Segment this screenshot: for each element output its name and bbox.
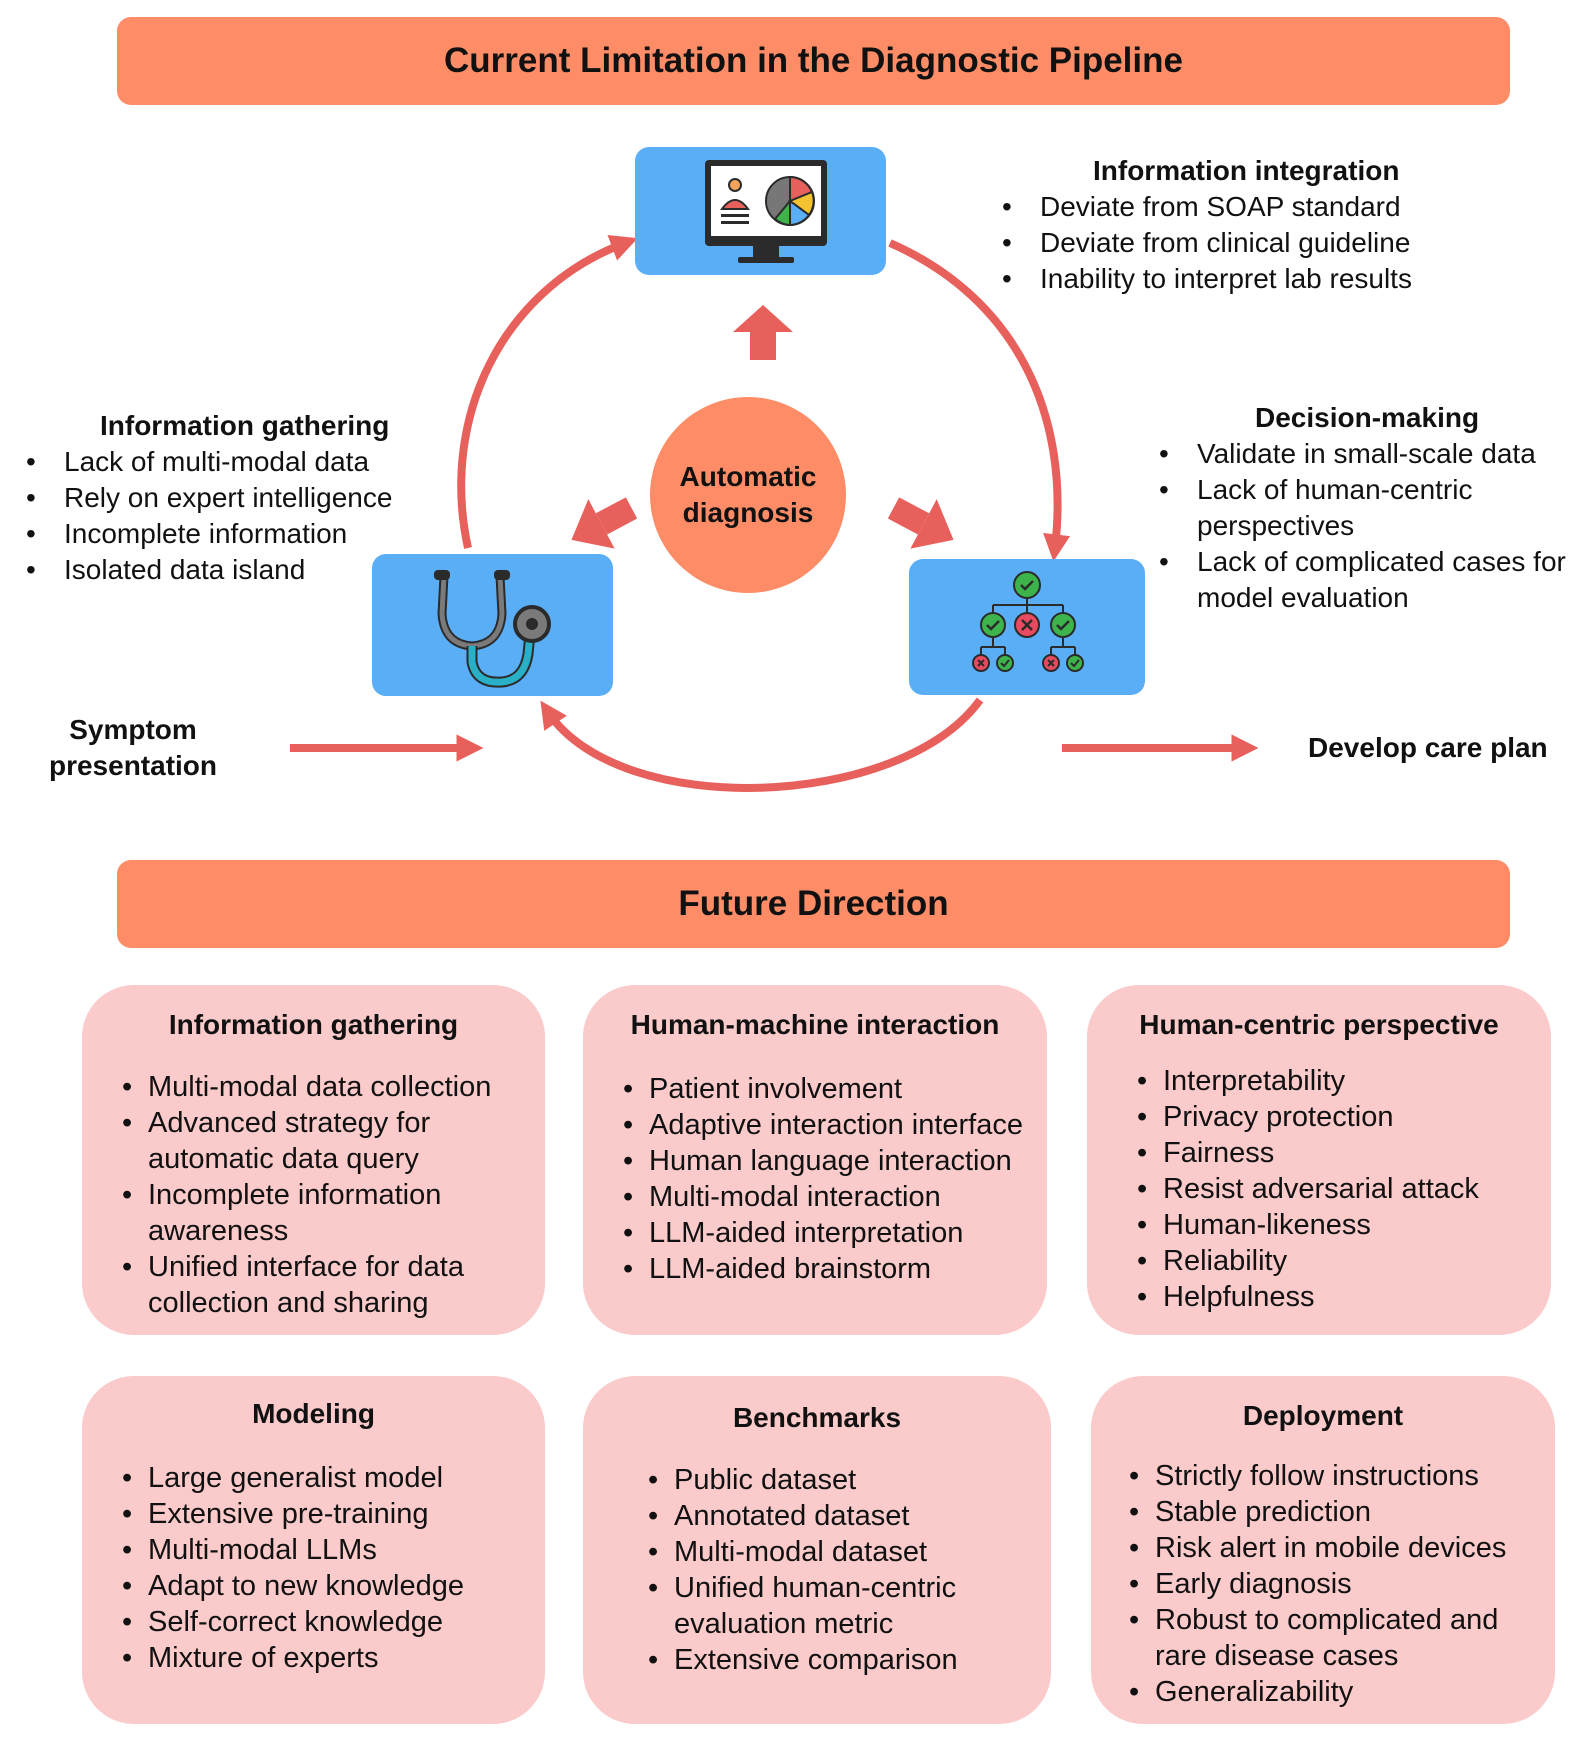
list-item: Interpretability: [1137, 1063, 1537, 1099]
card-modeling: Modeling Large generalist model Extensiv…: [82, 1376, 545, 1724]
automatic-diagnosis-circle: Automatic diagnosis: [650, 397, 846, 593]
list-item: Lack of complicated cases for model eval…: [1155, 544, 1575, 616]
list-item: Lack of multi-modal data: [22, 444, 462, 480]
integration-title: Information integration: [1093, 155, 1400, 186]
list-item: Human language interaction: [623, 1143, 1043, 1179]
arrow-integration-to-decision: [888, 239, 1071, 562]
list-item: Extensive comparison: [648, 1642, 1038, 1678]
card-title: Human-centric perspective: [1139, 1009, 1499, 1040]
list-item: Multi-modal dataset: [648, 1534, 1038, 1570]
monitor-icon: [705, 160, 827, 263]
list-item: Human-likeness: [1137, 1207, 1537, 1243]
list-item: Multi-modal interaction: [623, 1179, 1043, 1215]
list-item: Mixture of experts: [122, 1640, 532, 1676]
symptom-line-2: presentation: [48, 750, 218, 781]
decision-tree-icon: [972, 571, 1084, 672]
list-item: Unified interface for data collection an…: [122, 1249, 532, 1321]
card-title: Deployment: [1242, 1400, 1404, 1431]
list-item: Inability to interpret lab results: [998, 261, 1498, 297]
limitations-banner: Current Limitation in the Diagnostic Pip…: [117, 17, 1510, 105]
integration-icon-box: [635, 147, 886, 275]
card-title: Benchmarks: [732, 1402, 902, 1433]
list-item: Advanced strategy for automatic data que…: [122, 1105, 532, 1177]
list-item: Strictly follow instructions: [1129, 1458, 1549, 1494]
list-item: Self-correct knowledge: [122, 1604, 532, 1640]
center-line-1: Automatic: [679, 461, 817, 492]
card-deployment: Deployment Strictly follow instructions …: [1091, 1376, 1555, 1724]
list-item: Public dataset: [648, 1462, 1038, 1498]
list-item: Reliability: [1137, 1243, 1537, 1279]
list-item: Annotated dataset: [648, 1498, 1038, 1534]
card-information-gathering: Information gathering Multi-modal data c…: [82, 985, 545, 1335]
list-item: Extensive pre-training: [122, 1496, 532, 1532]
card-human-machine-interaction: Human-machine interaction Patient involv…: [583, 985, 1047, 1335]
list-item: Early diagnosis: [1129, 1566, 1549, 1602]
arrow-decision-to-gathering: [540, 697, 984, 792]
integration-limitations: Information integration Deviate from SOA…: [998, 153, 1498, 297]
gathering-limitations: Information gathering Lack of multi-moda…: [22, 408, 462, 588]
list-item: Multi-modal data collection: [122, 1069, 532, 1105]
list-item: Large generalist model: [122, 1460, 532, 1496]
list-item: Deviate from SOAP standard: [998, 189, 1498, 225]
center-line-2: diagnosis: [682, 497, 814, 528]
list-item: Incomplete information: [22, 516, 462, 552]
symptom-line-1: Symptom: [69, 714, 197, 745]
future-direction-banner: Future Direction: [117, 860, 1510, 948]
list-item: Unified human-centric evaluation metric: [648, 1570, 1038, 1642]
list-item: Deviate from clinical guideline: [998, 225, 1498, 261]
list-item: Generalizability: [1129, 1674, 1549, 1710]
gathering-title: Information gathering: [100, 410, 390, 441]
list-item: Rely on expert intelligence: [22, 480, 462, 516]
decision-icon-box: [909, 559, 1145, 695]
develop-care-plan-label: Develop care plan: [1308, 732, 1548, 763]
list-item: Resist adversarial attack: [1137, 1171, 1537, 1207]
list-item: LLM-aided brainstorm: [623, 1251, 1043, 1287]
block-arrow-right: [887, 497, 954, 549]
list-item: Privacy protection: [1137, 1099, 1537, 1135]
list-item: Stable prediction: [1129, 1494, 1549, 1530]
list-item: Helpfulness: [1137, 1279, 1537, 1315]
list-item: Risk alert in mobile devices: [1129, 1530, 1549, 1566]
list-item: Lack of human-centric perspectives: [1155, 472, 1575, 544]
list-item: Robust to complicated and rare disease c…: [1129, 1602, 1549, 1674]
stethoscope-icon: [434, 570, 551, 688]
block-arrow-left: [571, 497, 638, 549]
list-item: Isolated data island: [22, 552, 462, 588]
symptom-presentation-label: Symptom presentation: [38, 712, 228, 784]
list-item: Adaptive interaction interface: [623, 1107, 1043, 1143]
card-title: Information gathering: [168, 1009, 459, 1040]
card-human-centric-perspective: Human-centric perspective Interpretabili…: [1087, 985, 1551, 1335]
decision-limitations: Decision-making Validate in small-scale …: [1155, 400, 1575, 616]
list-item: LLM-aided interpretation: [623, 1215, 1043, 1251]
arrow-gathering-to-integration: [457, 235, 638, 549]
card-title: Modeling: [252, 1398, 375, 1429]
card-benchmarks: Benchmarks Public dataset Annotated data…: [583, 1376, 1051, 1724]
list-item: Incomplete information awareness: [122, 1177, 532, 1249]
list-item: Fairness: [1137, 1135, 1537, 1171]
card-title: Human-machine interaction: [630, 1009, 1000, 1040]
list-item: Adapt to new knowledge: [122, 1568, 532, 1604]
list-item: Patient involvement: [623, 1071, 1043, 1107]
list-item: Multi-modal LLMs: [122, 1532, 532, 1568]
list-item: Validate in small-scale data: [1155, 436, 1575, 472]
block-arrow-up: [733, 305, 793, 360]
decision-title: Decision-making: [1255, 402, 1480, 433]
